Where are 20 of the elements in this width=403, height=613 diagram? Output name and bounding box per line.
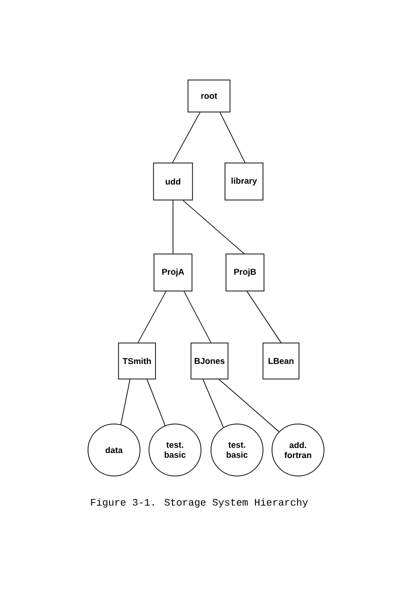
connector-line [184, 291, 212, 343]
folder-box: BJones [190, 342, 228, 380]
connector-line [182, 200, 244, 254]
folder-box: udd [153, 162, 193, 200]
connector-line [220, 112, 246, 163]
connector-line [138, 291, 166, 343]
connector-line [246, 291, 282, 343]
folder-box: library [224, 162, 264, 200]
folder-box: ProjB [226, 254, 264, 292]
connector-line [218, 379, 280, 432]
folder-box: ProjA [154, 254, 192, 292]
caption: Figure 3-1. Storage System Hierarchy [91, 498, 308, 508]
connector-line [120, 379, 130, 425]
folder-box: root [188, 80, 230, 112]
folder-box: TSmith [118, 342, 156, 380]
connector-line [146, 379, 166, 426]
folder-box: LBean [262, 342, 300, 380]
connector-line [172, 112, 200, 163]
connector-line [202, 379, 224, 428]
connector-line [172, 200, 174, 254]
